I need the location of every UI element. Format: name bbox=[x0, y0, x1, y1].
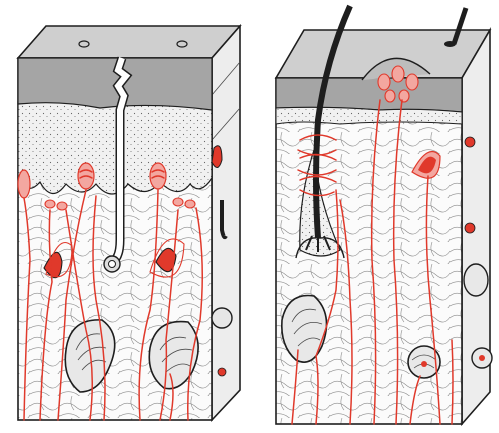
free-nerve-ending-icon bbox=[465, 137, 475, 147]
pacinian-corpuscle-icon bbox=[464, 264, 488, 296]
free-nerve-ending-icon bbox=[465, 223, 475, 233]
block-side-face bbox=[212, 26, 240, 420]
pacinian-corpuscle-icon bbox=[212, 308, 232, 328]
epidermis-layer bbox=[18, 101, 212, 194]
hairy-skin-block bbox=[276, 6, 492, 424]
glabrous-skin-block bbox=[18, 26, 240, 420]
skin-surface-top bbox=[18, 26, 240, 58]
ruffini-ending-icon bbox=[212, 146, 222, 168]
hair-root bbox=[444, 41, 456, 47]
free-nerve-ending-icon bbox=[218, 368, 226, 376]
